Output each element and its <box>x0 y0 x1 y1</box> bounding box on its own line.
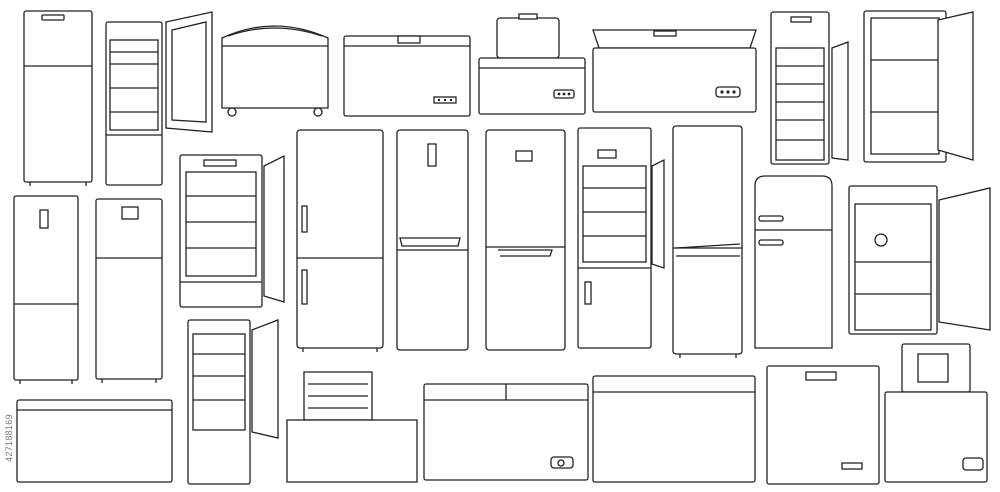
wine-fridge-open <box>179 154 285 308</box>
chest-freezer-glass <box>592 375 756 483</box>
fridge-tall <box>672 125 743 358</box>
chest-freezer-low <box>16 399 173 483</box>
deli-display-case <box>286 371 418 483</box>
mini-freezer <box>884 343 988 483</box>
fridge-open-shelves <box>577 127 665 349</box>
fridge-two-door <box>23 10 93 186</box>
lab-fridge-open <box>848 185 991 335</box>
fridge-bottom-freezer <box>13 195 79 384</box>
stock-id-label: 427188169 <box>4 414 14 462</box>
display-fridge-open-3 <box>187 319 279 485</box>
display-fridge-open-2 <box>770 11 849 165</box>
retro-freezer <box>478 13 586 115</box>
ice-cream-freezer <box>221 25 329 117</box>
glass-door-fridge-open <box>863 10 974 163</box>
fridge-combi <box>485 129 566 351</box>
chest-freezer-tall <box>766 365 880 485</box>
fridge-top-freezer <box>95 198 163 383</box>
display-fridge-open <box>105 11 213 186</box>
retro-fridge <box>754 175 833 349</box>
chest-freezer-double <box>423 383 589 481</box>
chest-freezer-lid-up <box>592 29 757 113</box>
fridge-drawer <box>396 129 469 351</box>
fridge-large <box>296 129 384 352</box>
chest-freezer-small <box>343 35 471 117</box>
